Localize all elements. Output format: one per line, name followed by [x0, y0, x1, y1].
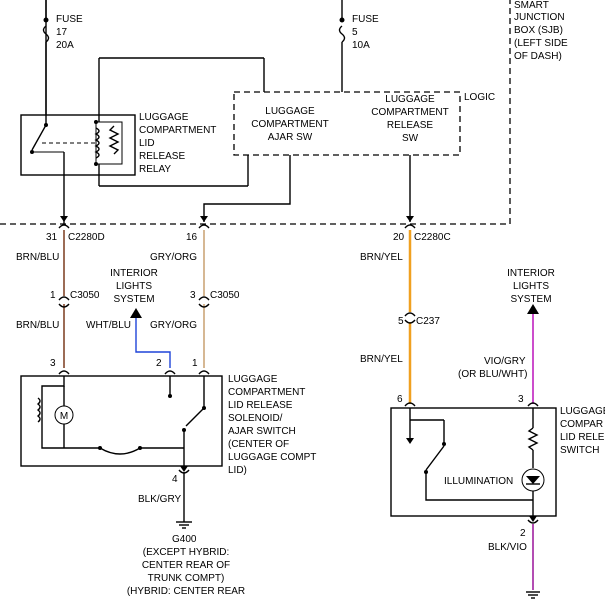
solenoid-label-8: LID): [228, 465, 247, 476]
release-switch: 6 3 ILLUMINATION LUGGAGE COMPAR LID RELE…: [390, 394, 605, 539]
wire-label-blk-vio: BLK/VIO: [488, 542, 527, 553]
solenoid-ajar-switch: 3 2 1 M 4 LUGGAGE COMPARTMENT LID RELEAS…: [20, 358, 316, 522]
wire-label-brn-blu-1: BRN/BLU: [16, 252, 59, 263]
wire-label-brn-blu-2: BRN/BLU: [16, 320, 59, 331]
fuse-5: FUSE 5 10A: [338, 0, 379, 90]
fuse-17-rating: 20A: [56, 40, 74, 51]
fuse-17-number: 17: [56, 27, 68, 38]
wire-label-gry-org-1: GRY/ORG: [150, 252, 197, 263]
pin-16: 16: [186, 232, 198, 243]
connector-c2280: 31 C2280D 16 20 C2280C: [46, 224, 451, 243]
pin-20: 20: [393, 232, 405, 243]
solenoid-label-2: COMPARTMENT: [228, 387, 305, 398]
interior-right-label-1: INTERIOR: [507, 268, 555, 279]
ground-label-2: CENTER REAR OF: [142, 560, 230, 571]
sjb-label-3: BOX (SJB): [514, 25, 563, 36]
relay-label-1: LUGGAGE: [139, 112, 189, 123]
wire-label-or-blu-wht: (OR BLU/WHT): [458, 369, 527, 380]
solenoid-pin-1: 1: [192, 358, 198, 369]
ground-label-4: (HYBRID: CENTER REAR: [127, 586, 245, 597]
wire-label-brn-yel-2: BRN/YEL: [360, 354, 403, 365]
interior-right-label-3: SYSTEM: [510, 294, 551, 305]
wire-label-gry-org-2: GRY/ORG: [150, 320, 197, 331]
ground-label-1: (EXCEPT HYBRID:: [143, 547, 230, 558]
ground-g400: BLK/GRY G400 (EXCEPT HYBRID: CENTER REAR…: [127, 494, 245, 597]
release-switch-label-3: LID RELE: [560, 432, 605, 443]
fuse-5-number: 5: [352, 27, 358, 38]
wire-label-blk-gry: BLK/GRY: [138, 494, 181, 505]
relay-label-4: RELEASE: [139, 151, 185, 162]
wire-brn-blu: BRN/BLU BRN/BLU 1 C3050: [16, 230, 100, 368]
ajar-sw-label-1: LUGGAGE: [265, 106, 315, 117]
switch-pin-6: 6: [397, 394, 403, 405]
pin-3-c3050: 3: [190, 290, 196, 301]
solenoid-label-6: (CENTER OF: [228, 439, 289, 450]
relay-label-2: COMPARTMENT: [139, 125, 216, 136]
solenoid-label-1: LUGGAGE: [228, 374, 278, 385]
release-sw-label-4: SW: [402, 133, 419, 144]
fuse-17: FUSE 17 20A: [42, 0, 83, 115]
illumination-label: ILLUMINATION: [444, 476, 513, 487]
release-sw-label-2: COMPARTMENT: [371, 107, 448, 118]
ground-name: G400: [172, 534, 197, 545]
connector-c2280c: C2280C: [414, 232, 451, 243]
pin-1: 1: [50, 290, 56, 301]
solenoid-label-5: AJAR SWITCH: [228, 426, 296, 437]
release-switch-label-4: SWITCH: [560, 445, 599, 456]
solenoid-pin-3: 3: [50, 358, 56, 369]
motor-symbol: M: [60, 411, 68, 422]
ajar-sw-label-3: AJAR SW: [268, 132, 313, 143]
release-sw-label-3: RELEASE: [387, 120, 433, 131]
connector-c2280d: C2280D: [68, 232, 105, 243]
sjb-label-5: OF DASH): [514, 51, 562, 62]
solenoid-label-3: LID RELEASE: [228, 400, 293, 411]
interior-left-label-3: SYSTEM: [113, 294, 154, 305]
wire-label-vio-gry: VIO/GRY: [484, 356, 526, 367]
logic-module: LOGIC LUGGAGE COMPARTMENT AJAR SW LUGGAG…: [233, 90, 495, 156]
interior-right-label-2: LIGHTS: [513, 281, 549, 292]
wire-brn-yel: BRN/YEL BRN/YEL 5 C237: [360, 230, 440, 404]
sjb-label-4: (LEFT SIDE: [514, 38, 568, 49]
release-switch-label-2: COMPAR: [560, 419, 603, 430]
wire-wht-blu: WHT/BLU INTERIOR LIGHTS SYSTEM: [86, 268, 171, 368]
sjb-label-1: SMART: [514, 0, 549, 11]
solenoid-label-7: LUGGAGE COMPT: [228, 452, 316, 463]
solenoid-pin-2: 2: [156, 358, 162, 369]
wire-gry-org: GRY/ORG GRY/ORG 3 C3050: [150, 230, 240, 368]
wire-label-brn-yel-1: BRN/YEL: [360, 252, 403, 263]
relay-label-5: RELAY: [139, 164, 171, 175]
connector-c3050-a: C3050: [70, 290, 100, 301]
pin-5: 5: [398, 316, 404, 327]
sjb-boundary: SMART JUNCTION BOX (SJB) (LEFT SIDE OF D…: [0, 0, 568, 225]
switch-pin-2: 2: [520, 528, 526, 539]
wire-label-wht-blu: WHT/BLU: [86, 320, 131, 331]
switch-pin-3: 3: [518, 394, 524, 405]
connector-c237: C237: [416, 316, 440, 327]
release-switch-label-1: LUGGAGE: [560, 406, 605, 417]
sjb-label-2: JUNCTION: [514, 12, 565, 23]
connector-c3050-b: C3050: [210, 290, 240, 301]
relay-label-3: LID: [139, 138, 155, 149]
relay: LUGGAGE COMPARTMENT LID RELEASE RELAY: [20, 57, 265, 224]
wire-blk-vio: BLK/VIO: [488, 524, 540, 599]
wire-vio-gry: INTERIOR LIGHTS SYSTEM VIO/GRY (OR BLU/W…: [458, 268, 555, 404]
fuse-5-rating: 10A: [352, 40, 370, 51]
ajar-sw-label-2: COMPARTMENT: [251, 119, 328, 130]
pin-31: 31: [46, 232, 58, 243]
fuse-17-title: FUSE: [56, 14, 83, 25]
ground-label-3: TRUNK COMPT): [148, 573, 225, 584]
release-sw-label-1: LUGGAGE: [385, 94, 435, 105]
solenoid-pin-4: 4: [172, 474, 178, 485]
fuse-5-title: FUSE: [352, 14, 379, 25]
interior-left-label-1: INTERIOR: [110, 268, 158, 279]
solenoid-label-4: SOLENOID/: [228, 413, 283, 424]
logic-label: LOGIC: [464, 92, 495, 103]
interior-left-label-2: LIGHTS: [116, 281, 152, 292]
